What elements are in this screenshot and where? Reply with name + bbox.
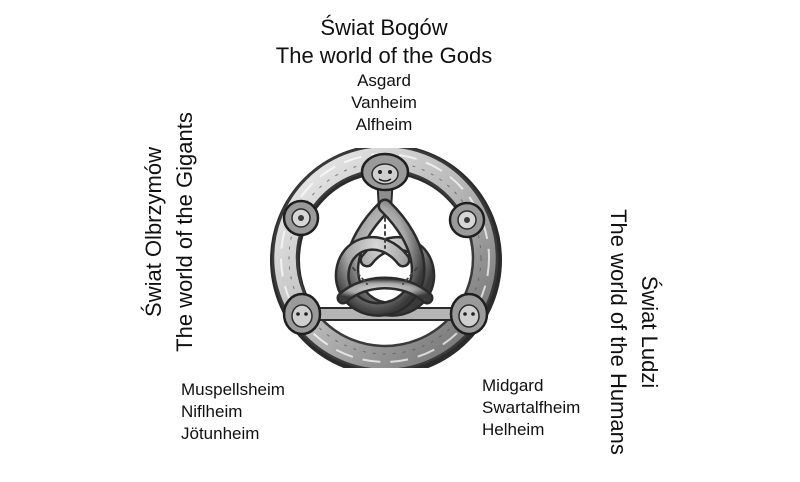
triquetra-ring-brooch-icon [255, 148, 515, 368]
realm-helheim: Helheim [482, 420, 545, 439]
brooch-head-lower-left [282, 292, 322, 336]
realm-vanheim: Vanheim [351, 93, 417, 112]
gods-world-title-pl: Świat Bogów [320, 15, 448, 40]
gods-world-section: Świat Bogów The world of the Gods Asgard… [214, 14, 554, 136]
realm-jotunheim: Jötunheim [181, 424, 260, 443]
realm-niflheim: Niflheim [181, 402, 243, 421]
humans-realms-list: Midgard Swartalfheim Helheim [482, 375, 580, 441]
humans-world-title-pl: Świat Ludzi [637, 275, 662, 389]
giants-world-title-en: The world of the Gigants [172, 112, 197, 352]
realm-swartalfheim: Swartalfheim [482, 398, 581, 417]
realm-midgard: Midgard [482, 376, 544, 395]
giants-world-title-pl: Świat Olbrzymów [141, 147, 166, 317]
giants-realms-list: Muspellsheim Niflheim Jötunheim [181, 379, 285, 445]
giants-world-heading: Świat Olbrzymów The world of the Gigants [138, 82, 202, 382]
gods-world-title-en: The world of the Gods [275, 43, 493, 68]
brooch-knob-upper-right [448, 201, 486, 239]
realm-alfheim: Alfheim [355, 115, 413, 134]
realm-muspellsheim: Muspellsheim [181, 380, 285, 399]
humans-world-title-en: The world of the Humans [606, 209, 631, 455]
ring-outer-edge [271, 148, 499, 368]
triquetra-knot [334, 198, 436, 317]
brooch-knob-upper-left [282, 199, 320, 237]
brooch-head-top [360, 152, 410, 192]
brooch-illustration [270, 148, 502, 368]
humans-world-heading: Świat Ludzi The world of the Humans [601, 182, 665, 482]
realm-asgard: Asgard [357, 71, 411, 90]
brooch-head-lower-right [449, 292, 489, 336]
